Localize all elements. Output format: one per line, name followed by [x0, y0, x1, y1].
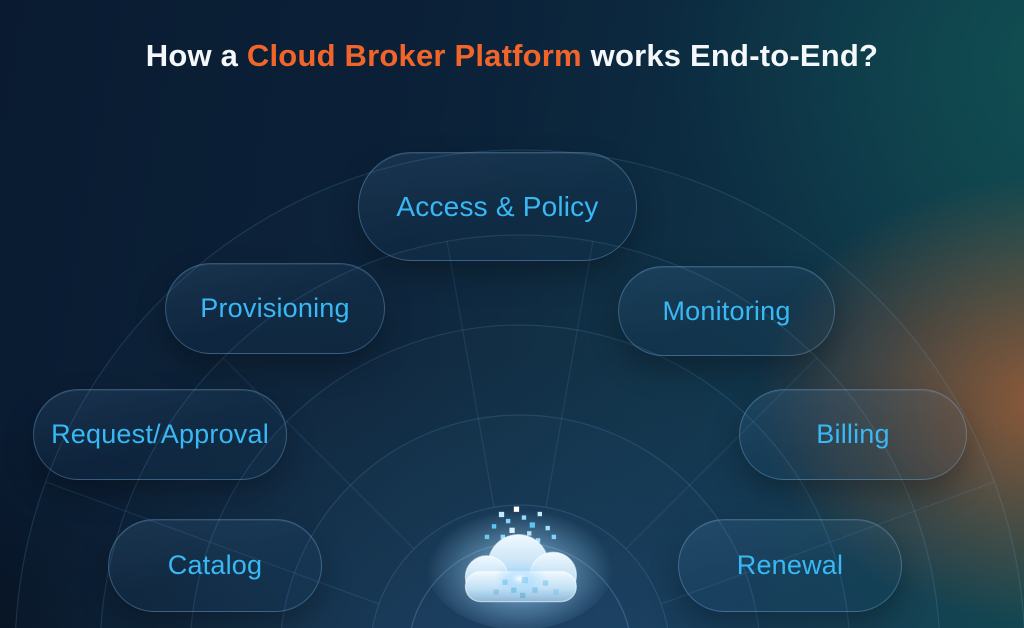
node-label: Access & Policy	[396, 190, 599, 222]
node-catalog: Catalog	[108, 519, 322, 612]
node-provisioning: Provisioning	[165, 263, 385, 354]
node-renewal: Renewal	[678, 519, 902, 612]
node-label: Billing	[816, 419, 890, 449]
node-access-policy: Access & Policy	[358, 152, 637, 261]
node-monitoring: Monitoring	[618, 266, 835, 356]
title-highlight: Cloud Broker Platform	[246, 38, 582, 73]
title-text-suffix: works End-to-End?	[581, 38, 879, 73]
title-text-prefix: How a	[145, 38, 247, 73]
node-label: Monitoring	[662, 295, 791, 326]
node-request-approval: Request/Approval	[33, 389, 287, 480]
node-label: Provisioning	[200, 293, 350, 323]
radial-lines	[45, 240, 995, 605]
node-label: Request/Approval	[51, 419, 269, 449]
page-title: How a Cloud Broker Platform works End-to…	[0, 38, 1024, 74]
pixel-mosaic	[484, 506, 557, 543]
node-label: Catalog	[167, 550, 263, 580]
node-label: Renewal	[736, 550, 844, 580]
cloud-icon	[418, 496, 622, 628]
node-billing: Billing	[739, 389, 967, 480]
